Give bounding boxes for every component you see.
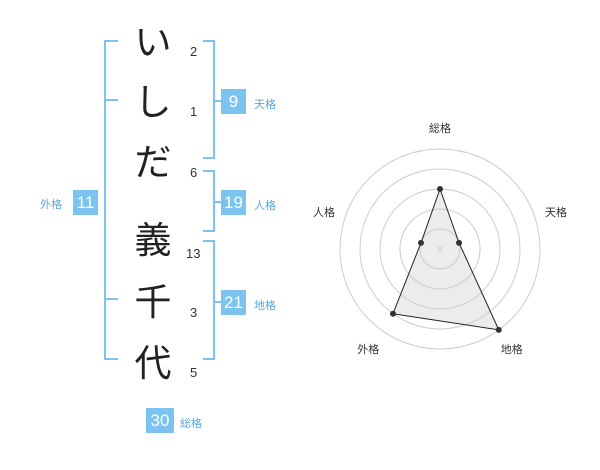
radar-point-2 bbox=[456, 239, 463, 246]
radar-center-dot bbox=[437, 246, 443, 252]
radar-axis-label-1: 総格 bbox=[429, 122, 451, 135]
soukaku-value-badge: 30 bbox=[146, 408, 174, 433]
radar-ring-5 bbox=[339, 148, 541, 350]
radar-ring-1 bbox=[419, 228, 461, 270]
radar-point-5 bbox=[417, 239, 424, 246]
radar-value-polygon bbox=[392, 187, 500, 331]
name-char-4: 義 bbox=[134, 219, 172, 262]
radar-axis-label-5: 人格 bbox=[312, 206, 335, 220]
stroke-count-6: 5 bbox=[190, 365, 198, 380]
radar-axis-label-4: 外格 bbox=[357, 342, 380, 356]
radar-point-3 bbox=[495, 326, 502, 333]
soukaku-label: 総格 bbox=[180, 417, 202, 430]
radar-axis-label-3: 地格 bbox=[500, 342, 523, 356]
radar-point-4 bbox=[389, 310, 396, 317]
gaikaku-value-badge: 11 bbox=[73, 190, 98, 215]
radar-axis-label-2: 天格 bbox=[545, 206, 568, 220]
radar-point-1 bbox=[437, 186, 443, 192]
radar-ring-4 bbox=[359, 168, 521, 330]
gaikaku-label: 外格 bbox=[40, 198, 62, 211]
name-char-2: し bbox=[134, 81, 172, 124]
tenkaku-label: 天格 bbox=[254, 98, 276, 111]
tenkaku-value-badge: 9 bbox=[221, 89, 246, 114]
jinkaku-label: 人格 bbox=[254, 199, 276, 212]
name-char-3: だ bbox=[134, 141, 172, 184]
stroke-count-1: 2 bbox=[190, 44, 198, 59]
radar-ring-2 bbox=[399, 208, 481, 290]
chikaku-value-badge: 21 bbox=[221, 290, 246, 315]
stroke-count-2: 1 bbox=[190, 104, 198, 119]
stroke-count-4: 13 bbox=[186, 246, 201, 261]
name-char-6: 代 bbox=[134, 342, 172, 385]
stroke-count-3: 6 bbox=[190, 165, 198, 180]
jinkaku-value-badge: 19 bbox=[221, 190, 246, 215]
name-char-1: い bbox=[134, 21, 172, 64]
stroke-count-5: 3 bbox=[190, 305, 198, 320]
name-char-5: 千 bbox=[134, 281, 172, 324]
chikaku-label: 地格 bbox=[254, 299, 276, 312]
